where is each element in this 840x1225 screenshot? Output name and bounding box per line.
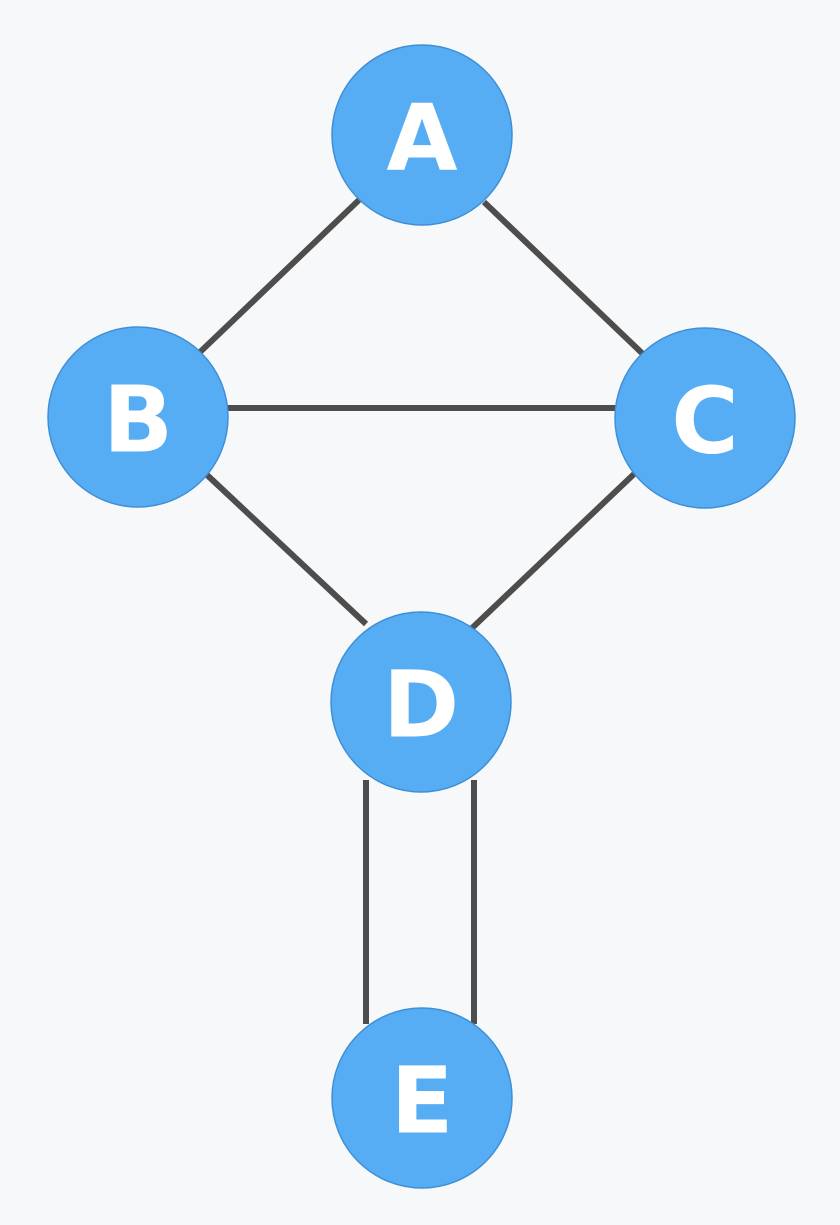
node-a-label: A bbox=[386, 85, 457, 192]
node-e-circle bbox=[331, 1007, 513, 1189]
edge-b-d bbox=[203, 471, 369, 627]
nodes-layer: A B C D E bbox=[47, 44, 796, 1189]
node-e-label: E bbox=[391, 1048, 454, 1155]
node-b-label: B bbox=[103, 367, 173, 474]
node-d: D bbox=[330, 611, 512, 793]
node-c-label: C bbox=[671, 368, 739, 475]
node-b-circle bbox=[47, 326, 229, 508]
node-a-circle bbox=[331, 44, 513, 226]
edge-a-b bbox=[195, 197, 362, 357]
edge-c-d bbox=[467, 471, 637, 633]
node-c-circle bbox=[614, 327, 796, 509]
node-a: A bbox=[331, 44, 513, 226]
edges-layer bbox=[195, 197, 648, 1024]
node-e: E bbox=[331, 1007, 513, 1189]
node-d-label: D bbox=[383, 652, 459, 759]
edge-a-c bbox=[481, 199, 648, 359]
node-d-circle bbox=[330, 611, 512, 793]
node-c: C bbox=[614, 327, 796, 509]
node-b: B bbox=[47, 326, 229, 508]
